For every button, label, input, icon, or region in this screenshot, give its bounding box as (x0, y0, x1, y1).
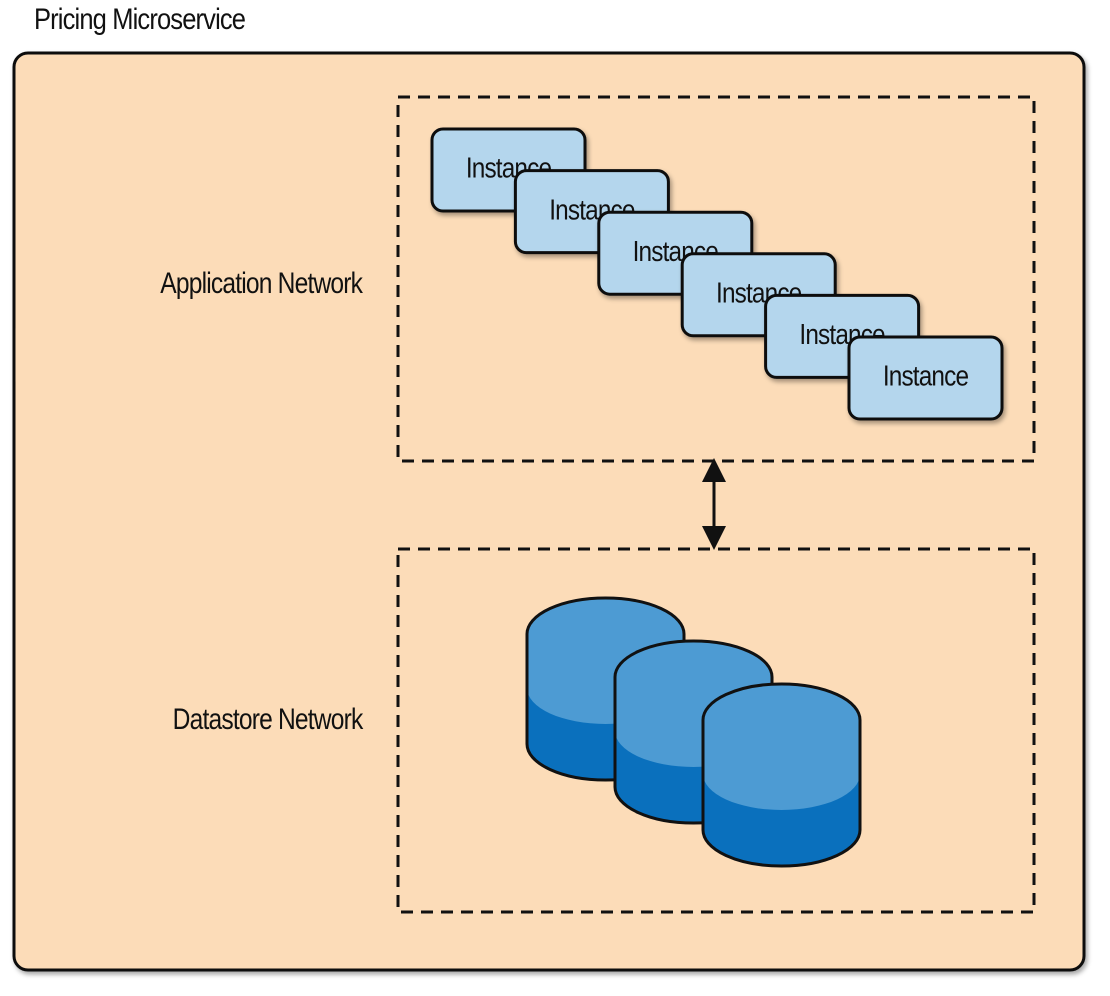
database-cylinder (701, 682, 862, 868)
diagram-title: Pricing Microservice (34, 3, 246, 36)
application-network-label: Application Network (160, 267, 363, 300)
instance-stack: InstanceInstanceInstanceInstanceInstance… (430, 127, 1004, 421)
instance-card: Instance (847, 335, 1004, 421)
instance-label: Instance (883, 360, 968, 392)
instance-box (847, 335, 1004, 421)
database-stack (525, 596, 862, 868)
database-outline (701, 682, 862, 868)
datastore-network-label: Datastore Network (172, 703, 363, 736)
database-top-band (703, 684, 860, 810)
